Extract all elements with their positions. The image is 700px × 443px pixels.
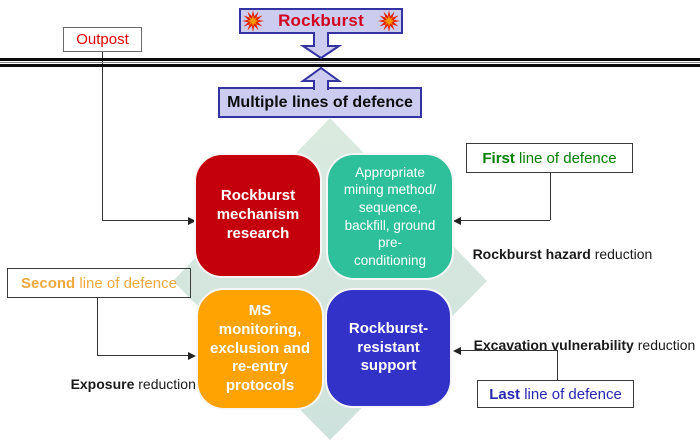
quadrant-research-text: Rockburst mechanism research <box>216 187 300 242</box>
exposure-reduction-bold: Exposure <box>70 376 135 392</box>
second-arrowhead-icon <box>188 352 196 360</box>
first-line-bold: First <box>482 149 515 167</box>
up-block-arrow-icon <box>300 66 342 90</box>
last-arrowhead-icon <box>453 347 461 355</box>
down-block-arrow-icon <box>300 32 342 60</box>
second-line-rest: line of defence <box>75 274 177 292</box>
quadrant-support-text: Rockburst- resistant support <box>348 319 429 375</box>
quadrant-monitoring: MS monitoring, exclusion and re-entry pr… <box>196 288 324 410</box>
last-line-label: Last line of defence <box>477 380 634 408</box>
exposure-reduction-rest: reduction <box>134 376 196 392</box>
starburst-icon <box>242 10 265 32</box>
quadrant-research: Rockburst mechanism research <box>194 153 322 278</box>
ground-surface-line <box>0 58 700 67</box>
outpost-label: Outpost <box>63 27 142 52</box>
outpost-connector-horizontal <box>102 220 189 221</box>
first-connector-vertical <box>550 173 551 220</box>
starburst-icon <box>377 10 400 32</box>
quadrant-support: Rockburst- resistant support <box>325 288 452 408</box>
last-connector-horizontal <box>456 350 557 351</box>
banner-label: Multiple lines of defence <box>227 93 413 111</box>
vulnerability-reduction-rest: reduction <box>633 337 696 353</box>
second-connector-horizontal <box>97 355 189 356</box>
quadrant-mining-text: Appropriate mining method/ sequence, bac… <box>343 164 437 268</box>
vulnerability-reduction-bold: Excavation vulnerability <box>473 337 634 353</box>
first-line-label: First line of defence <box>466 143 633 173</box>
second-line-bold: Second <box>21 274 76 292</box>
quadrant-monitoring-text: MS monitoring, exclusion and re-entry pr… <box>209 302 311 395</box>
second-connector-vertical <box>97 298 98 355</box>
hazard-reduction-bold: Rockburst hazard <box>472 246 591 262</box>
first-connector-horizontal <box>456 220 550 221</box>
exposure-reduction-text: Exposure reduction <box>55 360 196 408</box>
quadrant-mining: Appropriate mining method/ sequence, bac… <box>326 153 454 280</box>
outpost-connector-vertical <box>102 52 103 220</box>
vulnerability-reduction-text: Excavation vulnerability reduction <box>458 321 696 369</box>
first-line-rest: line of defence <box>514 149 617 167</box>
multiple-lines-banner: Multiple lines of defence <box>218 87 422 118</box>
outpost-text: Outpost <box>76 31 129 48</box>
outpost-arrowhead-icon <box>188 217 196 225</box>
hazard-reduction-text: Rockburst hazard reduction <box>457 230 653 278</box>
last-line-rest: line of defence <box>520 385 622 403</box>
first-arrowhead-icon <box>453 217 461 225</box>
last-connector-vertical <box>557 350 558 380</box>
last-line-bold: Last <box>489 385 521 403</box>
rockburst-title: Rockburst <box>278 11 364 30</box>
second-line-label: Second line of defence <box>7 268 191 298</box>
hazard-reduction-rest: reduction <box>590 246 653 262</box>
